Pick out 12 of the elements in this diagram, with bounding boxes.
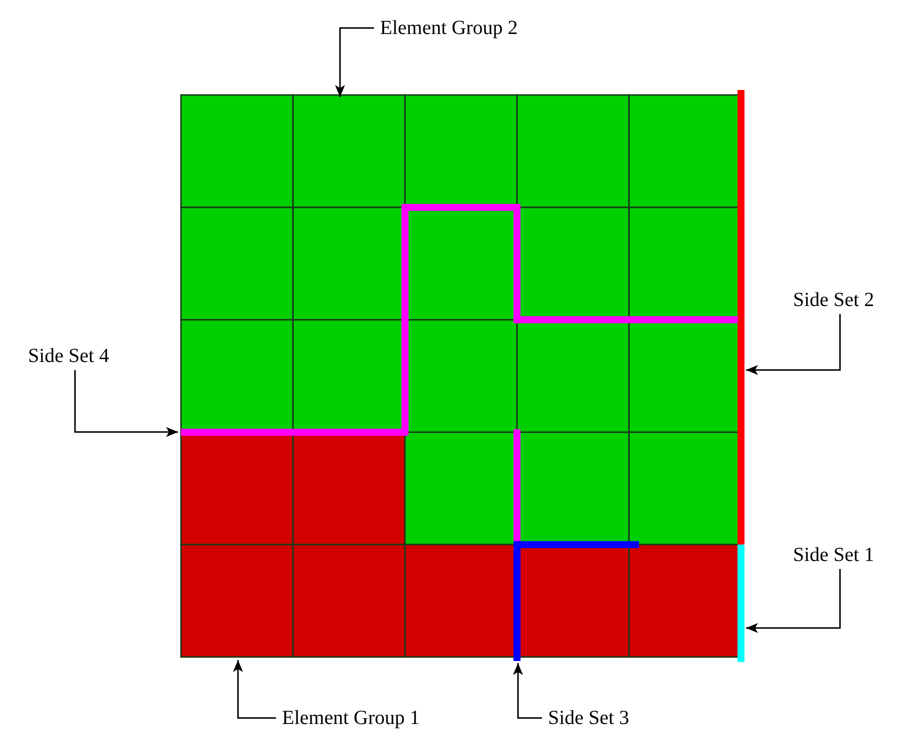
callout-label: Element Group 2 [380,17,518,39]
leader-line [746,569,841,633]
callout-label: Side Set 2 [793,289,874,311]
callout-label: Side Set 1 [793,544,874,566]
leader-line [513,663,542,719]
leader-line [233,660,276,719]
leader-line [74,370,178,437]
callout-label: Side Set 3 [548,707,630,729]
callout-label: Side Set 4 [28,345,110,367]
leader-line [746,314,841,375]
leader-line [335,27,374,97]
callout-label: Element Group 1 [282,707,420,729]
